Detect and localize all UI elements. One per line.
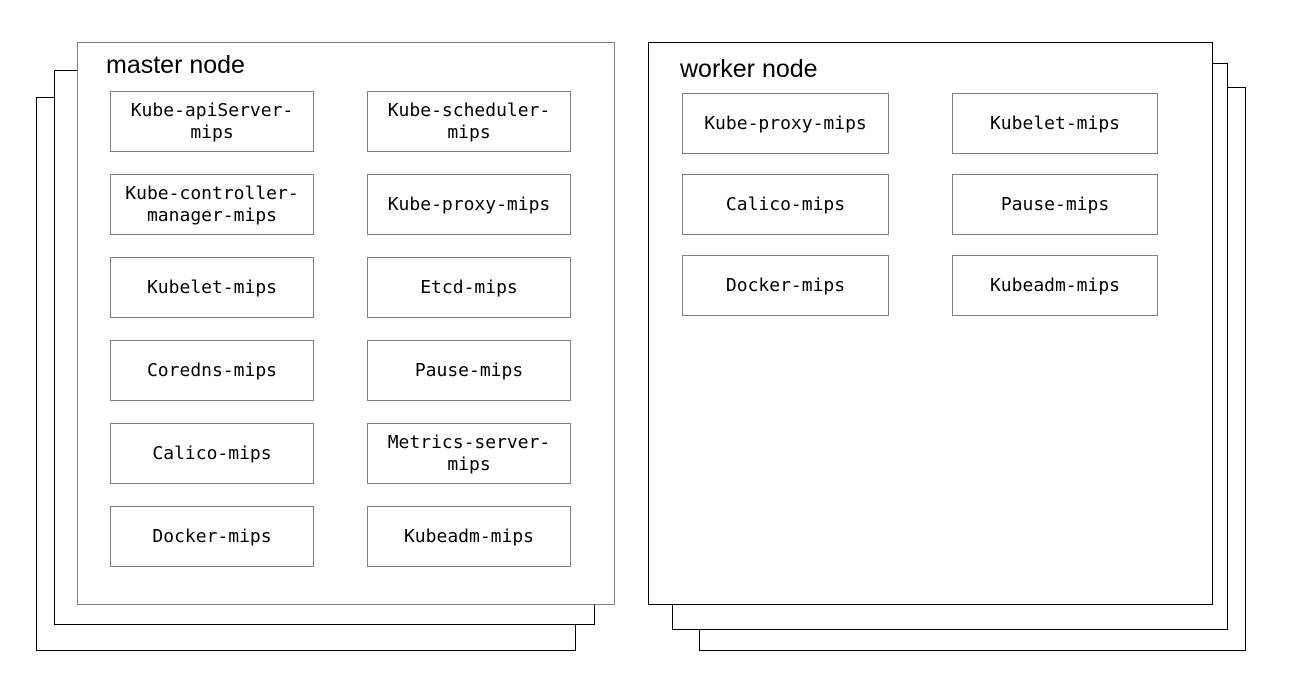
component-box-kube-controller-manager-mips: Kube-controller-manager-mips: [110, 174, 314, 235]
component-box-kubeadm-mips: Kubeadm-mips: [367, 506, 571, 567]
component-box-kube-proxy-mips: Kube-proxy-mips: [367, 174, 571, 235]
worker-components-grid: Kube-proxy-mips Kubelet-mips Calico-mips…: [682, 93, 1158, 316]
component-box-kubelet-mips: Kubelet-mips: [110, 257, 314, 318]
master-node-title: master node: [106, 51, 245, 79]
master-node-box: master node Kube-apiServer-mips Kube-sch…: [77, 42, 615, 605]
component-box-etcd-mips: Etcd-mips: [367, 257, 571, 318]
worker-node-title: worker node: [680, 55, 818, 83]
component-box-kube-scheduler-mips: Kube-scheduler-mips: [367, 91, 571, 152]
component-box-kubelet-mips: Kubelet-mips: [952, 93, 1158, 154]
component-box-kube-apiserver-mips: Kube-apiServer-mips: [110, 91, 314, 152]
component-box-docker-mips: Docker-mips: [110, 506, 314, 567]
component-box-pause-mips: Pause-mips: [367, 340, 571, 401]
component-box-docker-mips: Docker-mips: [682, 255, 889, 316]
component-box-pause-mips: Pause-mips: [952, 174, 1158, 235]
component-box-metrics-server-mips: Metrics-server-mips: [367, 423, 571, 484]
worker-node-box: worker node Kube-proxy-mips Kubelet-mips…: [648, 42, 1213, 605]
component-box-kubeadm-mips: Kubeadm-mips: [952, 255, 1158, 316]
component-box-coredns-mips: Coredns-mips: [110, 340, 314, 401]
component-box-calico-mips: Calico-mips: [110, 423, 314, 484]
master-components-grid: Kube-apiServer-mips Kube-scheduler-mips …: [110, 91, 571, 567]
component-box-calico-mips: Calico-mips: [682, 174, 889, 235]
component-box-kube-proxy-mips: Kube-proxy-mips: [682, 93, 889, 154]
